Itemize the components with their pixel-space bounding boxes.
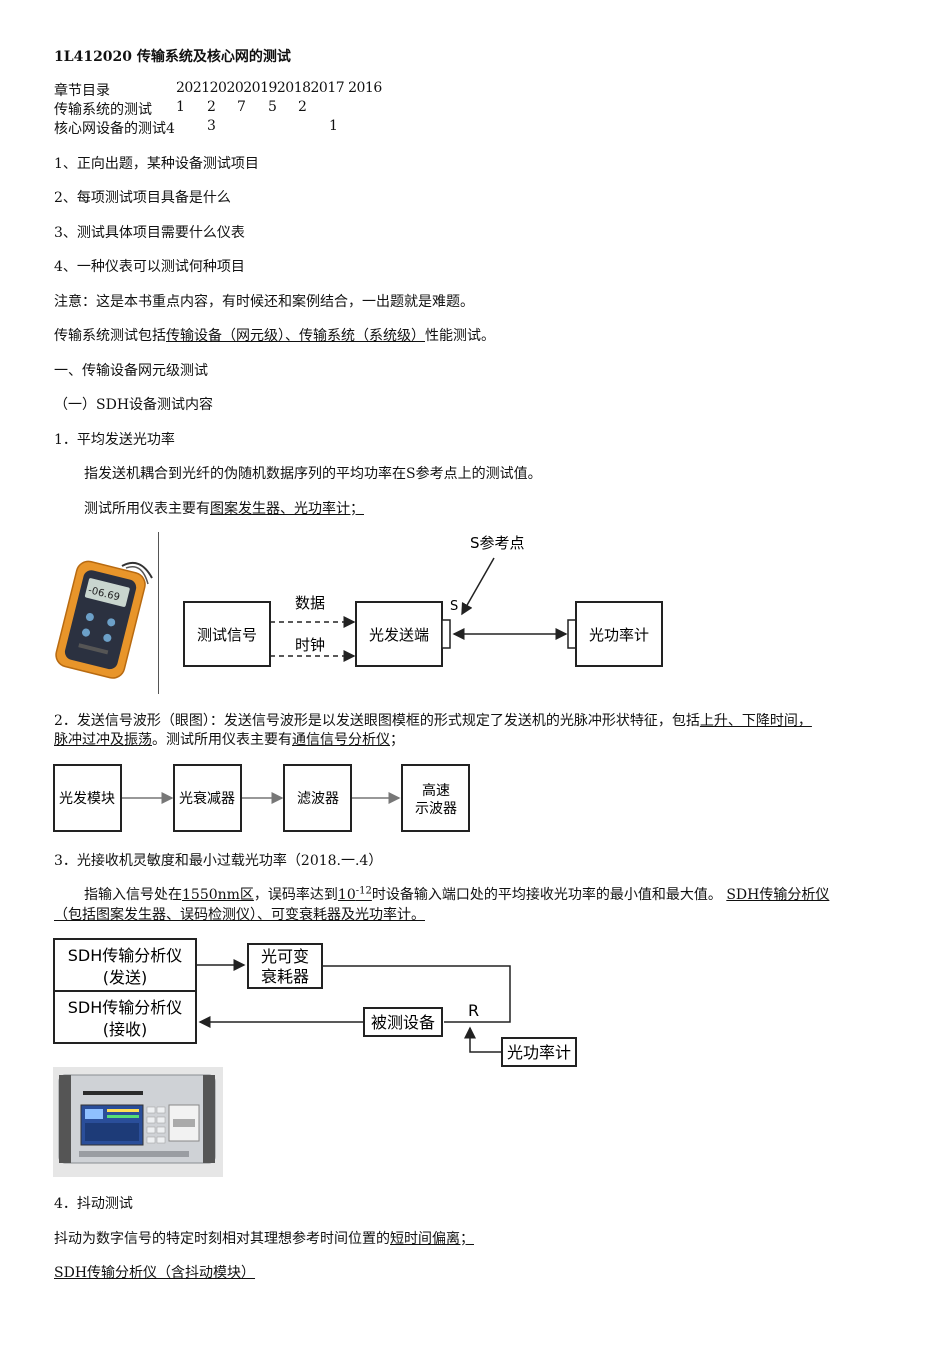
table-cell: 1 [176, 99, 185, 115]
sdh-analyzer-photo [53, 1067, 223, 1177]
table-row1-label: 章节目录 [54, 83, 110, 99]
table-cell: 7 [237, 99, 246, 115]
list-item: 4、一种仪表可以测试何种项目 [54, 259, 245, 275]
exponent-base: 10 [337, 887, 356, 903]
item1-instr-underlined: 图案发生器、光功率计； [210, 501, 364, 517]
section-heading: 一、传输设备网元级测试 [54, 363, 208, 379]
table-row1-value: 20212020201920182017 2016 [176, 80, 382, 96]
subsection-heading: （一）SDH设备测试内容 [54, 397, 214, 413]
box-analyzer-recv [53, 990, 197, 1044]
table-cell: 2 [298, 99, 307, 115]
item3-heading: 3．光接收机灵敏度和最小过载光功率（2018.一.4） [54, 853, 383, 869]
item2-line2-underlined-b: 通信信号分析仪 [292, 732, 390, 748]
item3-text-c: 时设备输入端口处的平均接收光功率的最小值和最大值。 [371, 887, 722, 903]
item3-text-a: 指输入信号处在 [84, 887, 182, 903]
item2-line2-suffix: ； [390, 732, 404, 748]
item4-desc-prefix: 抖动为数字信号的特定时刻相对其理想参考时间位置的 [54, 1231, 390, 1247]
page-title: 1L412020 传输系统及核心网的测试 [54, 49, 291, 65]
box-label-line1: 高速 [422, 782, 450, 799]
item4-heading: 4．抖动测试 [54, 1196, 133, 1212]
divider [158, 532, 159, 694]
item3-underlined-3: SDH传输分析仪 [726, 887, 830, 903]
box-attenuator-l2: 衰耗器 [261, 967, 309, 986]
box-label: 滤波器 [297, 791, 339, 807]
diagram-avg-power: 测试信号 数据 时钟 光发送端 S S参考点 光功率计 [183, 534, 663, 667]
box-optical-tx-label: 光发送端 [369, 626, 429, 644]
box-filter [283, 764, 352, 832]
item2-line1: 2．发送信号波形（眼图）：发送信号波形是以发送眼图模框的形式规定了发送机的光脉冲… [54, 710, 812, 730]
item2-line2-underlined-a: 脉冲过冲及振荡 [54, 732, 152, 748]
s-ref-label: S参考点 [470, 534, 525, 552]
box-optical-tx [355, 601, 443, 667]
list-item: 3、测试具体项目需要什么仪表 [54, 225, 245, 241]
diagram-sensitivity: SDH传输分析仪 (发送) SDH传输分析仪 (接收) 光可变 衰耗器 被测设备… [53, 938, 577, 1067]
intro-suffix: 性能测试。 [425, 328, 495, 344]
box-power-meter [575, 601, 663, 667]
box-optical-module [53, 764, 122, 832]
table-row2-label: 传输系统的测试 [54, 102, 152, 118]
box-test-signal-label: 测试信号 [197, 626, 257, 644]
item1-instruments: 测试所用仪表主要有图案发生器、光功率计； [84, 498, 364, 518]
box-dut [363, 1007, 443, 1037]
box-attenuator-l1: 光可变 [261, 947, 309, 966]
box-power-meter-2 [501, 1037, 577, 1067]
item4-instruments: SDH传输分析仪（含抖动模块） [54, 1265, 256, 1281]
item1-heading: 1．平均发送光功率 [54, 432, 175, 448]
exponent-sup: -12 [355, 885, 372, 897]
box-label: 光发模块 [59, 791, 115, 807]
intro-underlined: 传输设备（网元级）、传输系统（系统级） [166, 328, 425, 344]
item2-line1-underlined: 上升、下降时间， [699, 713, 812, 729]
box-analyzer-send [53, 938, 197, 992]
box-analyzer-recv-l1: SDH传输分析仪 [68, 998, 183, 1017]
table-cell: 5 [268, 99, 277, 115]
r-label: R [468, 1001, 479, 1020]
table-cell: 3 [207, 118, 216, 134]
box-dut-label: 被测设备 [371, 1013, 435, 1032]
s-label: S [450, 599, 458, 614]
box-label-line2: 示波器 [415, 801, 457, 817]
item1-description: 指发送机耦合到光纤的伪随机数据序列的平均功率在S参考点上的测试值。 [84, 466, 542, 482]
table-row3-label: 核心网设备的测试4 [54, 121, 175, 137]
diagram-eye-pattern: 光发模块 光衰减器 滤波器 高速 示波器 [53, 764, 470, 832]
box-analyzer-recv-l2: (接收) [103, 1020, 148, 1039]
table-cell: 1 [329, 118, 338, 134]
box-attenuator [173, 764, 242, 832]
item4-description: 抖动为数字信号的特定时刻相对其理想参考时间位置的短时间偏离； [54, 1228, 474, 1248]
item2-line2: 脉冲过冲及振荡。测试所用仪表主要有通信信号分析仪； [54, 729, 404, 749]
box-label: 光衰减器 [179, 790, 235, 807]
item3-text-b: ，误码率达到 [253, 887, 338, 903]
list-item: 1、正向出题，某种设备测试项目 [54, 156, 259, 172]
item2-line1-prefix: 2．发送信号波形（眼图）：发送信号波形是以发送眼图模框的形式规定了发送机的光脉冲… [54, 713, 700, 729]
clock-label: 时钟 [295, 636, 325, 654]
box-analyzer-send-l1: SDH传输分析仪 [68, 946, 183, 965]
item2-line2-mid: 。测试所用仪表主要有 [152, 732, 292, 748]
list-item: 2、每项测试项目具备是什么 [54, 190, 231, 206]
box-test-signal [183, 601, 271, 667]
box-power-meter-2-label: 光功率计 [507, 1043, 571, 1062]
box-analyzer-send-l2: (发送) [103, 968, 148, 987]
item3-underlined-2: 10-12 [337, 885, 372, 903]
item1-instr-prefix: 测试所用仪表主要有 [84, 501, 210, 517]
item3-line1: 指输入信号处在1550nm区，误码率达到10-12时设备输入端口处的平均接收光功… [84, 884, 829, 904]
table-cell: 2 [207, 99, 216, 115]
box-power-meter-label: 光功率计 [589, 626, 649, 644]
intro-prefix: 传输系统测试包括 [54, 328, 166, 344]
intro-paragraph: 传输系统测试包括传输设备（网元级）、传输系统（系统级）性能测试。 [54, 325, 495, 345]
note-text: 注意：这是本书重点内容，有时候还和案例结合，一出题就是难题。 [54, 294, 474, 310]
data-label: 数据 [295, 594, 325, 612]
item3-line2: （包括图案发生器、误码检测仪）、可变衰耗器及光功率计。 [54, 907, 425, 923]
item3-underlined-1: 1550nm区 [182, 887, 254, 903]
power-meter-photo: -06.69 [55, 560, 153, 679]
item4-desc-underlined: 短时间偏离； [390, 1231, 474, 1247]
box-oscilloscope [401, 764, 470, 832]
